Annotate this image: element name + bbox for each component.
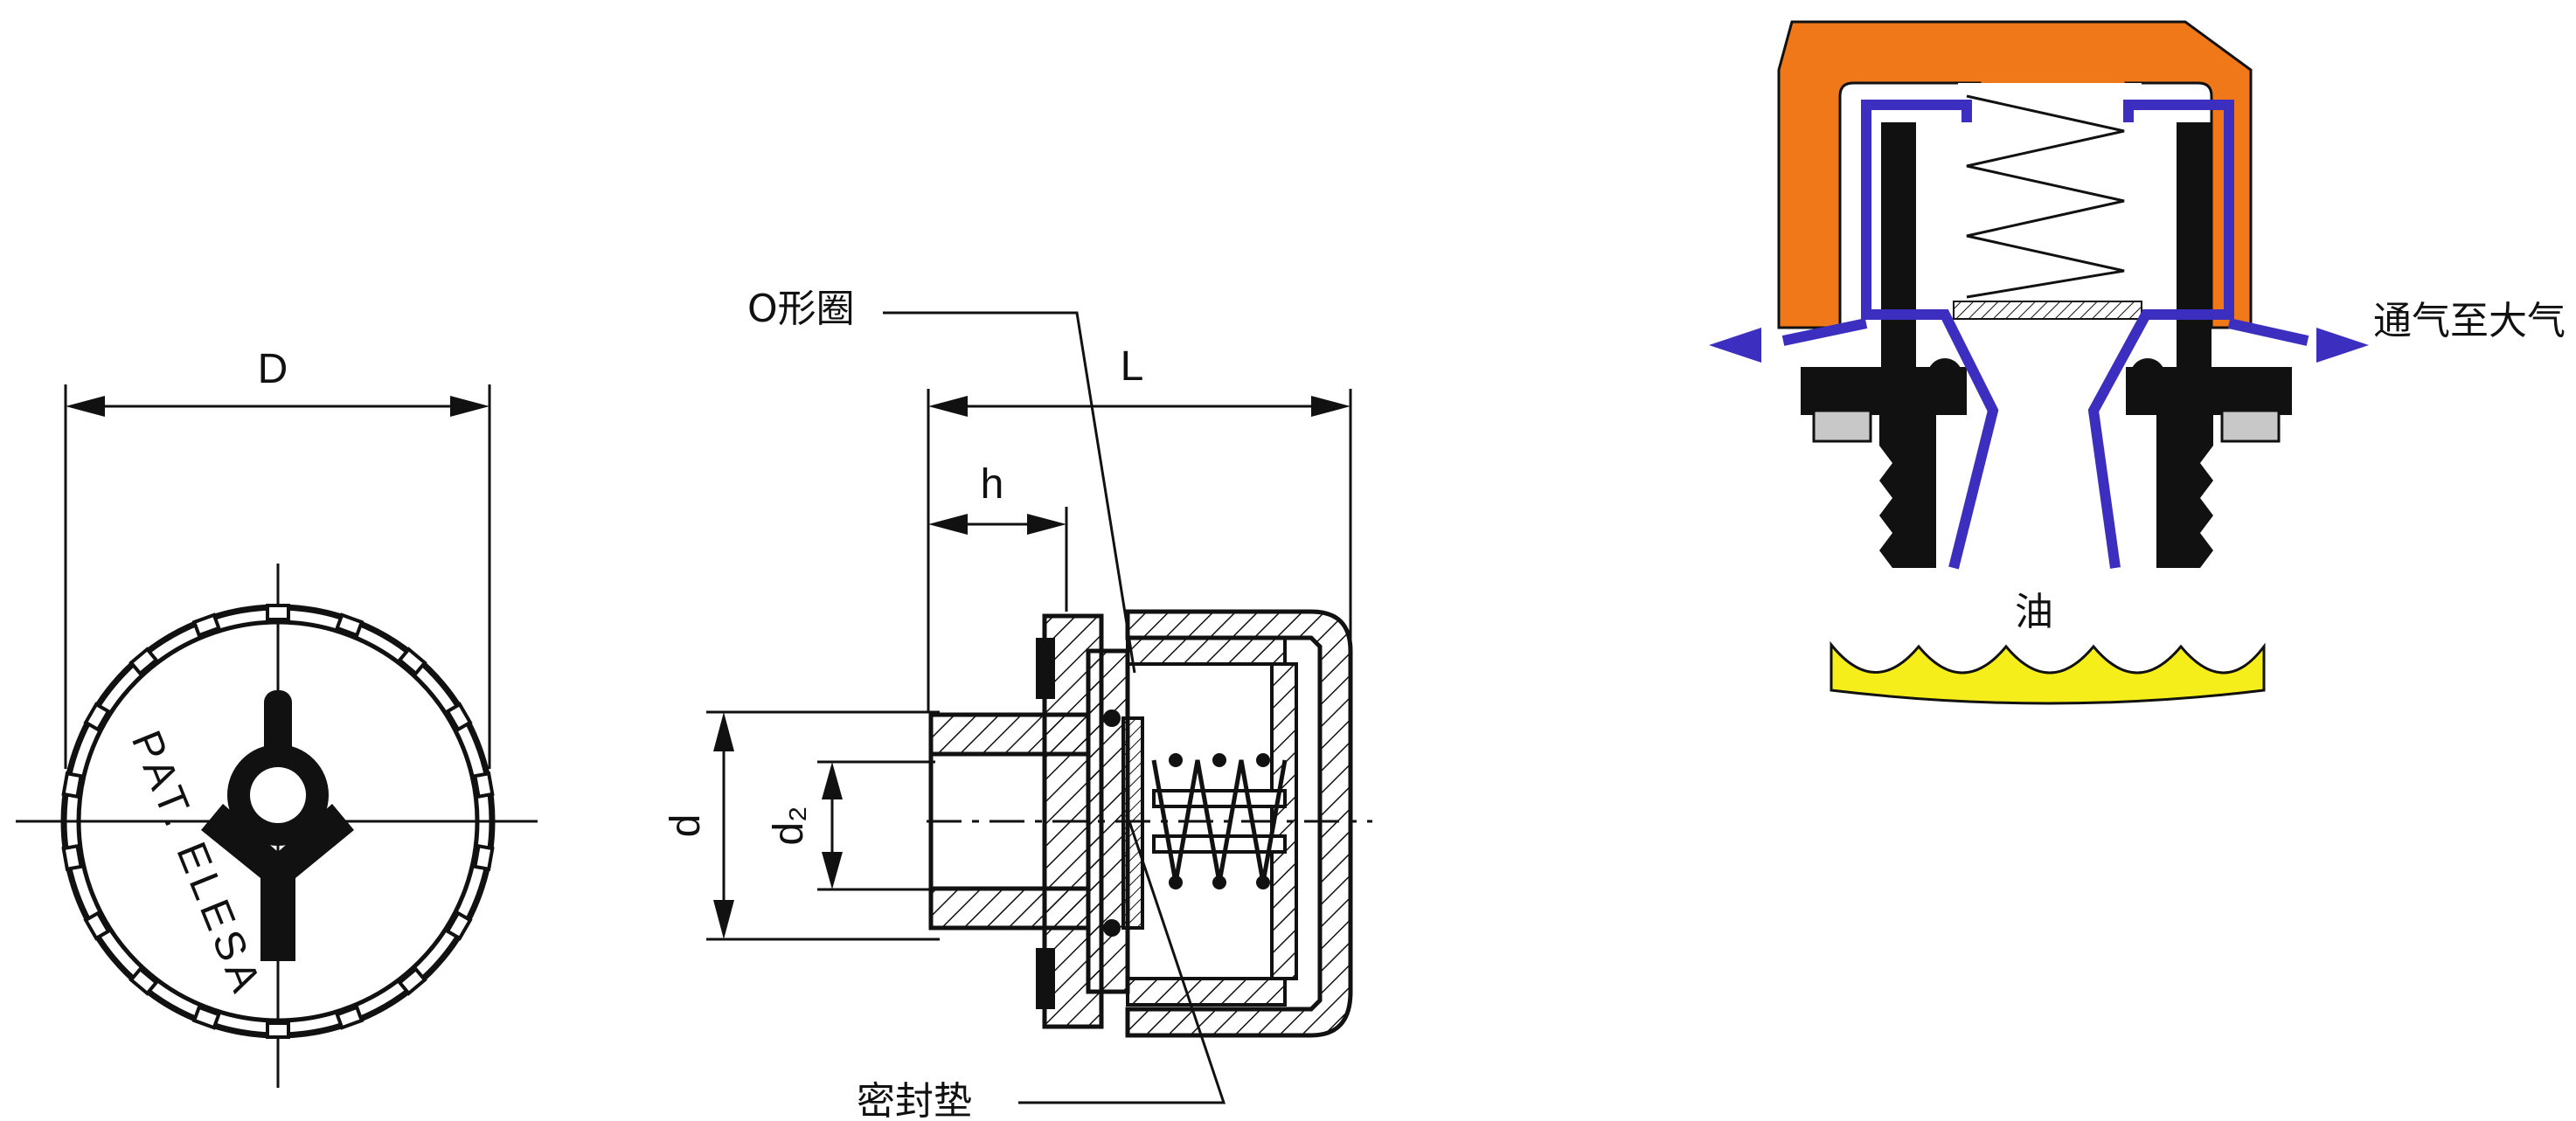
vent-flow-diagram: 通气至大气 油 xyxy=(1709,20,2566,705)
dim-label-d2: d₂ xyxy=(766,806,812,845)
cap-spring xyxy=(1953,83,2142,320)
oil-surface xyxy=(1830,640,2266,705)
knurl-notch xyxy=(266,1021,290,1039)
vent-path-right xyxy=(2087,100,2369,569)
front-view: D PAT. ELESA xyxy=(16,346,538,1088)
cap-housing xyxy=(1125,609,1353,1038)
dimension-d: d xyxy=(663,710,940,941)
section-view: L h d d₂ xyxy=(663,287,1372,1121)
knurl-notch xyxy=(83,702,111,732)
body-flange xyxy=(1036,613,1130,1029)
spring xyxy=(1151,753,1288,889)
label-o-ring: O形圈 xyxy=(747,287,855,331)
label-vent-to-atmosphere: 通气至大气 xyxy=(2373,299,2566,343)
knurl-notch xyxy=(445,702,473,732)
knurl-notch xyxy=(473,843,495,872)
callout-o-ring: O形圈 xyxy=(747,287,1136,674)
dim-label-d: d xyxy=(663,814,709,838)
dimension-L: L xyxy=(927,343,1352,712)
dimension-D: D xyxy=(64,346,491,769)
knurl-notch xyxy=(335,1005,365,1030)
knurl-notch xyxy=(61,771,83,799)
knurl-notch xyxy=(128,966,159,996)
body-right xyxy=(2126,122,2292,568)
knurl-notch xyxy=(83,910,111,941)
dim-label-D: D xyxy=(258,346,288,392)
dim-label-L: L xyxy=(1121,343,1144,390)
knurl-notch xyxy=(128,647,159,676)
arrow-head-icon xyxy=(2316,328,2369,363)
o-ring-bottom xyxy=(1103,919,1121,937)
arrow-head-icon xyxy=(1709,328,1761,363)
knurl-notch xyxy=(397,966,427,996)
knurl-notch xyxy=(445,910,473,941)
elesa-logo-icon xyxy=(201,690,354,961)
knurl-notch xyxy=(191,612,221,638)
body-left xyxy=(1801,122,1967,568)
label-oil: 油 xyxy=(2015,590,2053,634)
callout-gasket: 密封垫 xyxy=(857,820,1226,1121)
knurl-notch xyxy=(61,843,83,872)
o-ring-top xyxy=(1103,709,1121,727)
dimension-d2: d₂ xyxy=(766,760,935,891)
gasket-disc xyxy=(1121,716,1144,930)
dimension-h: h xyxy=(928,461,1068,612)
knurl-notch xyxy=(266,604,290,621)
knurl-notch xyxy=(397,647,427,676)
label-gasket: 密封垫 xyxy=(857,1079,972,1121)
dim-label-h: h xyxy=(981,461,1004,508)
knurl-notch xyxy=(191,1005,221,1030)
vent-path-left xyxy=(1709,100,1999,570)
knurl-notch xyxy=(473,771,495,799)
knurl-notch xyxy=(335,612,365,638)
knurled-ring xyxy=(60,604,496,1039)
